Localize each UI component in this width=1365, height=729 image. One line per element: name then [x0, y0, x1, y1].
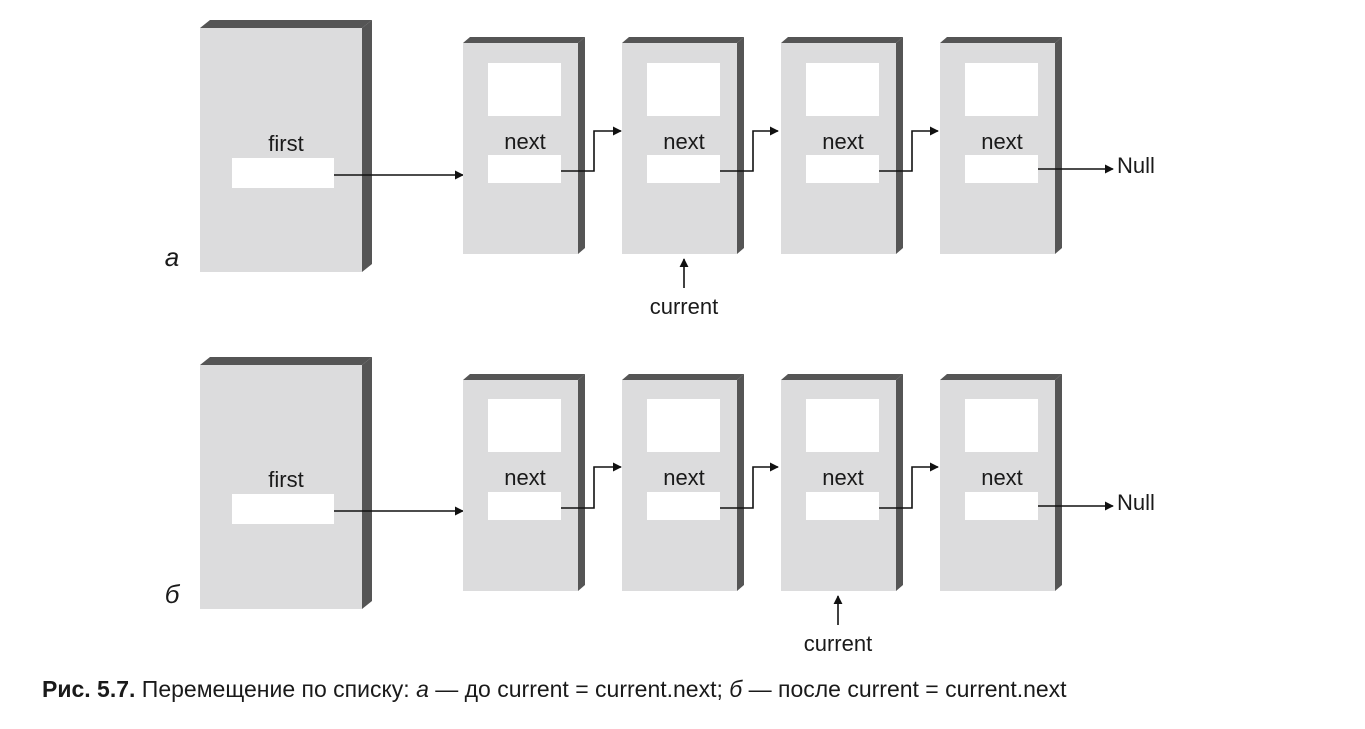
node-side — [578, 37, 585, 254]
next-label: next — [981, 129, 1023, 154]
node-b-2: next — [622, 374, 744, 591]
node-side — [896, 37, 903, 254]
panel-letter-b: б — [165, 579, 181, 609]
first-box-side — [362, 20, 372, 272]
node-shadow — [622, 37, 744, 43]
next-pointer-arrow — [720, 126, 779, 172]
caption-letter-a: а — [416, 676, 429, 702]
first-field — [232, 494, 334, 524]
node-a-3: next — [781, 37, 903, 254]
first-box-shadow — [200, 357, 372, 365]
node-side — [578, 374, 585, 591]
first-box: first — [200, 20, 372, 272]
figure-number: Рис. 5.7. — [42, 676, 136, 702]
panel-b: first next next next — [165, 357, 1155, 656]
caption-text-1: Перемещение по списку: — [135, 676, 417, 702]
figure-caption: Рис. 5.7. Перемещение по списку: а — до … — [42, 676, 1067, 703]
node-shadow — [463, 37, 585, 43]
caption-text-2: — до current = current.next; — [428, 676, 730, 702]
node-shadow — [781, 374, 903, 380]
caption-letter-b: б — [729, 676, 743, 702]
data-field — [965, 399, 1038, 452]
data-field — [647, 399, 720, 452]
next-field — [647, 492, 720, 520]
first-label: first — [268, 467, 303, 492]
first-label: first — [268, 131, 303, 156]
node-side — [737, 374, 744, 591]
node-a-4: next — [940, 37, 1062, 254]
node-side — [1055, 37, 1062, 254]
next-pointer-arrow — [879, 462, 939, 509]
next-field — [647, 155, 720, 183]
panel-letter-a: а — [165, 242, 179, 272]
next-field — [806, 492, 879, 520]
node-shadow — [463, 374, 585, 380]
next-label: next — [981, 465, 1023, 490]
first-box: first — [200, 357, 372, 609]
node-side — [896, 374, 903, 591]
next-label: next — [822, 129, 864, 154]
node-shadow — [940, 37, 1062, 43]
next-field — [488, 155, 561, 183]
current-label: current — [650, 294, 718, 319]
data-field — [647, 63, 720, 116]
first-box-side — [362, 357, 372, 609]
node-a-1: next — [463, 37, 585, 254]
next-label: next — [663, 465, 705, 490]
node-shadow — [622, 374, 744, 380]
data-field — [806, 399, 879, 452]
data-field — [806, 63, 879, 116]
next-field — [965, 155, 1038, 183]
node-shadow — [781, 37, 903, 43]
data-field — [965, 63, 1038, 116]
data-field — [488, 63, 561, 116]
node-b-3: next — [781, 374, 903, 591]
data-field — [488, 399, 561, 452]
first-box-face — [200, 365, 362, 609]
next-field — [488, 492, 561, 520]
first-box-face — [200, 28, 362, 272]
node-a-2: next — [622, 37, 744, 254]
next-label: next — [504, 129, 546, 154]
next-label: next — [822, 465, 864, 490]
node-shadow — [940, 374, 1062, 380]
next-pointer-arrow — [720, 462, 779, 509]
first-box-shadow — [200, 20, 372, 28]
null-label: Null — [1117, 153, 1155, 178]
null-label: Null — [1117, 490, 1155, 515]
node-b-4: next — [940, 374, 1062, 591]
caption-text-3: — после current = current.next — [742, 676, 1067, 702]
next-field — [965, 492, 1038, 520]
node-side — [737, 37, 744, 254]
node-b-1: next — [463, 374, 585, 591]
next-pointer-arrow — [561, 126, 622, 172]
next-label: next — [504, 465, 546, 490]
next-field — [806, 155, 879, 183]
next-pointer-arrow — [561, 462, 622, 509]
first-field — [232, 158, 334, 188]
current-label: current — [804, 631, 872, 656]
panel-a: first next next next — [165, 20, 1155, 319]
next-pointer-arrow — [879, 126, 939, 172]
node-side — [1055, 374, 1062, 591]
next-label: next — [663, 129, 705, 154]
